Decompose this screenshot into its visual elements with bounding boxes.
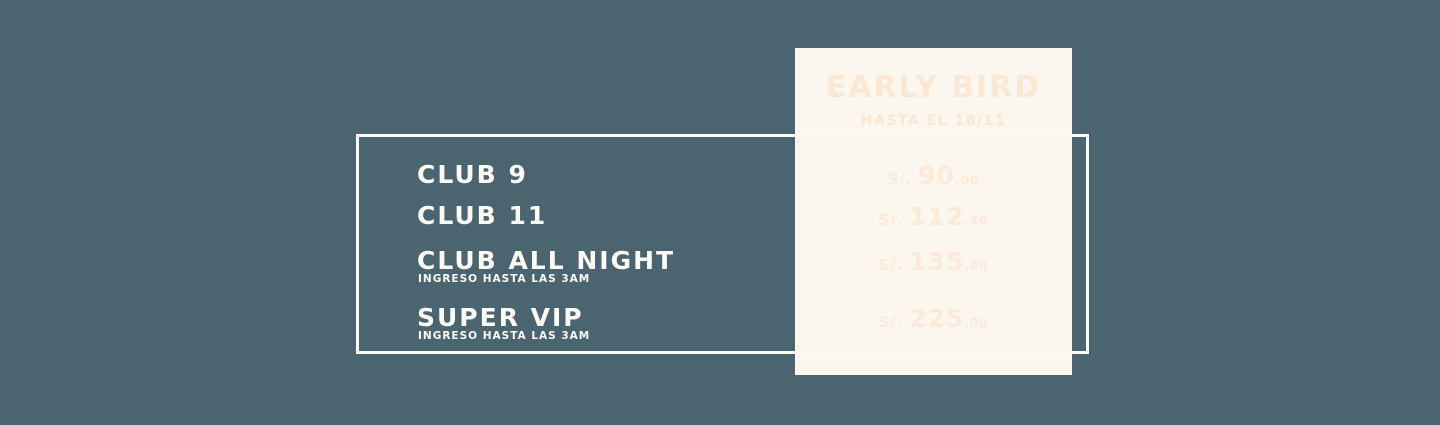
tier-row: CLUB 9 S/. 90.00 (0, 160, 1440, 204)
early-bird-title: EARLY BIRD (825, 70, 1042, 105)
tier-price: S/. 90.00 (795, 161, 1072, 190)
price-amount: 225 (909, 304, 965, 333)
price-cents: .00 (955, 173, 980, 187)
price-currency: S/. (887, 170, 913, 188)
price-cents: .50 (964, 214, 989, 228)
tier-note: INGRESO HASTA LAS 3AM (418, 273, 591, 285)
tier-price: S/. 112.50 (795, 202, 1072, 231)
tier-row: CLUB ALL NIGHT INGRESO HASTA LAS 3AM S/.… (0, 246, 1440, 290)
tier-row: CLUB 11 S/. 112.50 (0, 201, 1440, 245)
tier-name: CLUB ALL NIGHT (417, 246, 676, 275)
price-currency: S/. (878, 256, 904, 274)
tier-price: S/. 135.00 (795, 247, 1072, 276)
price-amount: 112 (909, 202, 965, 231)
price-currency: S/. (878, 211, 904, 229)
tier-price: S/. 225.00 (795, 304, 1072, 333)
price-amount: 90 (918, 161, 956, 190)
early-bird-panel (795, 48, 1072, 375)
tier-note: INGRESO HASTA LAS 3AM (418, 330, 591, 342)
early-bird-subtitle: HASTA EL 18/11 (860, 113, 1007, 129)
early-bird-header: EARLY BIRD HASTA EL 18/11 (795, 70, 1072, 129)
tier-name: CLUB 9 (417, 160, 528, 189)
price-amount: 135 (909, 247, 965, 276)
tier-name: SUPER VIP (417, 303, 584, 332)
tier-name: CLUB 11 (417, 201, 548, 230)
price-cents: .00 (964, 259, 989, 273)
tier-row: SUPER VIP INGRESO HASTA LAS 3AM S/. 225.… (0, 303, 1440, 347)
price-cents: .00 (964, 316, 989, 330)
price-currency: S/. (878, 313, 904, 331)
